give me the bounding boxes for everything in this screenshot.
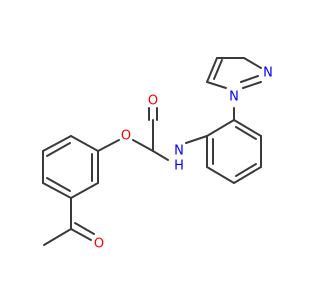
bond <box>243 57 262 69</box>
bond <box>70 228 92 241</box>
molecule-structure: O O N H O N N <box>42 57 273 252</box>
amide-carbonyl <box>148 107 158 121</box>
bond <box>70 182 99 199</box>
bond <box>206 166 235 184</box>
bond <box>240 75 259 83</box>
atom-label-amide-oxygen: O <box>148 94 158 109</box>
atom-label: O <box>148 94 158 109</box>
atom-label-imidazole-n1: N <box>229 90 239 105</box>
bond <box>43 228 72 246</box>
atom-label: N <box>263 66 273 81</box>
atom-label-ether-oxygen: O <box>121 129 131 144</box>
atom-label: N <box>229 90 239 105</box>
bond <box>233 119 262 137</box>
bond <box>206 57 218 83</box>
left-benzene-ring <box>42 135 99 199</box>
bond <box>46 142 71 157</box>
bond <box>242 81 262 89</box>
bond <box>206 81 227 89</box>
bond <box>213 59 223 80</box>
bond <box>46 177 71 192</box>
bond <box>233 166 262 184</box>
imidazole-ring <box>206 57 262 121</box>
bond <box>70 135 99 152</box>
bond <box>74 222 95 235</box>
bond <box>235 126 257 140</box>
atom-label: N <box>174 144 184 159</box>
bond <box>152 150 169 161</box>
atom-label-imidazole-n3: N <box>263 66 273 81</box>
bond <box>42 135 72 152</box>
bond <box>185 135 208 144</box>
bond <box>132 139 154 152</box>
bond <box>97 139 120 152</box>
atom-label: H <box>174 159 184 174</box>
acetyl-group <box>43 197 95 246</box>
bond <box>235 163 257 177</box>
molecule-canvas: O O N H O N N <box>42 57 273 252</box>
atom-label-amide-nitrogen: N H <box>174 144 184 174</box>
right-benzene-ring <box>206 119 262 184</box>
atom-label: O <box>121 129 131 144</box>
atom-label-ketone-oxygen: O <box>94 237 104 252</box>
linker <box>97 119 208 161</box>
bond <box>42 182 72 199</box>
bond <box>206 119 235 137</box>
atom-label: O <box>94 237 104 252</box>
